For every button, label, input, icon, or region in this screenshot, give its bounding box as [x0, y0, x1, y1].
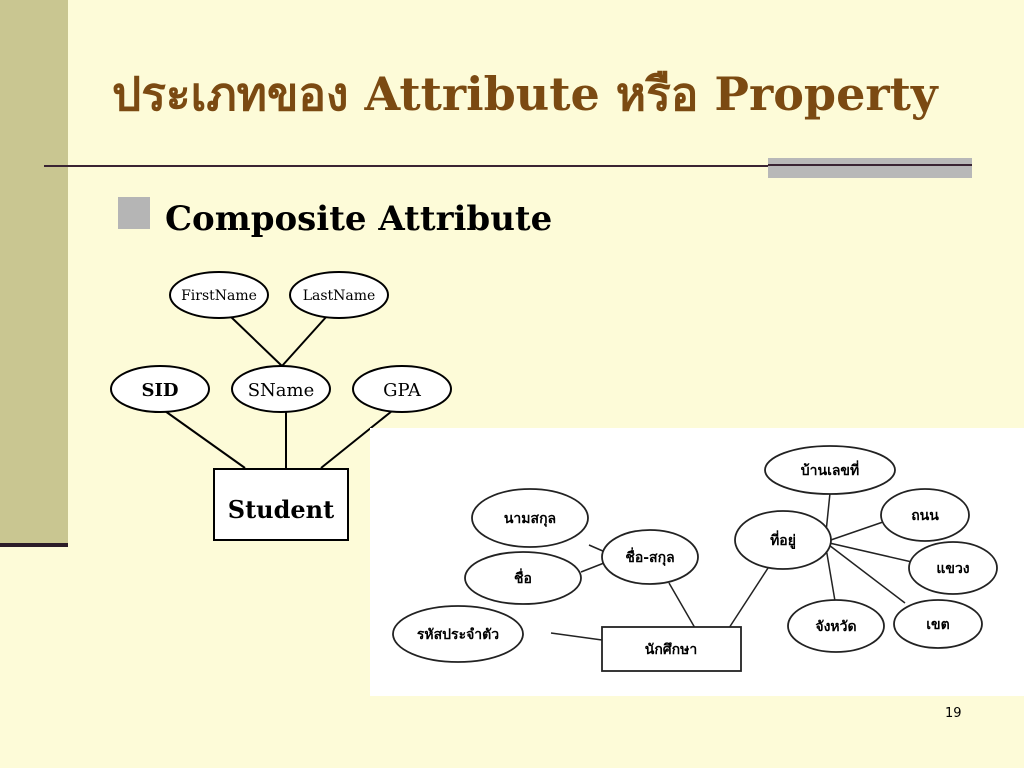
attribute-firstname-label: FirstName: [181, 288, 257, 304]
attribute-lastname: LastName: [289, 271, 389, 319]
connector-sid-student: [164, 410, 246, 469]
connector-fullname-entity: [668, 582, 696, 629]
connector-firstname-fullname: [580, 562, 605, 573]
left-band-divider: [0, 543, 68, 547]
connector-address-district: [824, 541, 906, 604]
attribute-thai-fullname: ชื่อ-สกุล: [625, 547, 674, 566]
bullet-square-icon: [118, 197, 150, 229]
connector-address-road: [824, 521, 884, 543]
attribute-thai-lastname-shape: [471, 488, 589, 548]
attribute-thai-address-shape: [734, 510, 832, 570]
title-divider-accent: [768, 158, 972, 178]
attribute-thai-lastname: นามสกุล: [504, 511, 556, 527]
attribute-thai-road-shape: [880, 488, 970, 542]
attribute-thai-firstname: ชื่อ: [514, 568, 532, 587]
entity-thai-student-shape: [601, 626, 742, 672]
left-decorative-band: [0, 0, 68, 547]
attribute-thai-district-shape: [893, 599, 983, 649]
attribute-sname-label: SName: [248, 380, 315, 401]
title-divider: [44, 165, 972, 167]
attribute-thai-address: ที่อยู่: [770, 530, 796, 549]
attribute-thai-district: เขต: [926, 617, 949, 633]
entity-student-label: Student: [228, 495, 334, 524]
attribute-lastname-label: LastName: [303, 288, 376, 304]
attribute-gpa: GPA: [352, 365, 452, 413]
attribute-firstname: FirstName: [169, 271, 269, 319]
attribute-thai-subdistrict: แขวง: [936, 561, 969, 577]
connector-id-entity: [550, 632, 603, 641]
page-number: 19: [945, 706, 962, 721]
entity-thai-student: นักศึกษา: [645, 641, 698, 658]
attribute-thai-student-id: รหัสประจำตัว: [417, 627, 499, 643]
attribute-thai-province: จังหวัด: [815, 619, 856, 635]
entity-student: Student: [213, 468, 349, 541]
attribute-gpa-label: GPA: [383, 380, 422, 401]
slide-title: ประเภทของ Attribute หรือ Property: [112, 67, 938, 121]
attribute-thai-houseno-shape: [764, 445, 896, 495]
connector-address-subdistrict: [824, 541, 913, 563]
attribute-thai-houseno: บ้านเลขที่: [801, 460, 859, 479]
attribute-thai-id-shape: [392, 605, 524, 663]
connector-gpa-student: [320, 410, 393, 469]
attribute-thai-fullname-shape: [601, 529, 699, 585]
connector-address-entity: [728, 564, 771, 629]
bullet-composite-attribute: Composite Attribute: [165, 199, 553, 239]
attribute-sid-label: SID: [141, 380, 178, 401]
connector-lastname-sname: [281, 315, 328, 367]
attribute-thai-subdistrict-shape: [908, 541, 998, 595]
attribute-thai-province-shape: [787, 599, 885, 653]
attribute-sid: SID: [110, 365, 210, 413]
attribute-thai-firstname-shape: [464, 551, 582, 605]
attribute-sname: SName: [231, 365, 331, 413]
attribute-thai-road: ถนน: [911, 508, 939, 524]
connector-firstname-sname: [229, 315, 283, 367]
